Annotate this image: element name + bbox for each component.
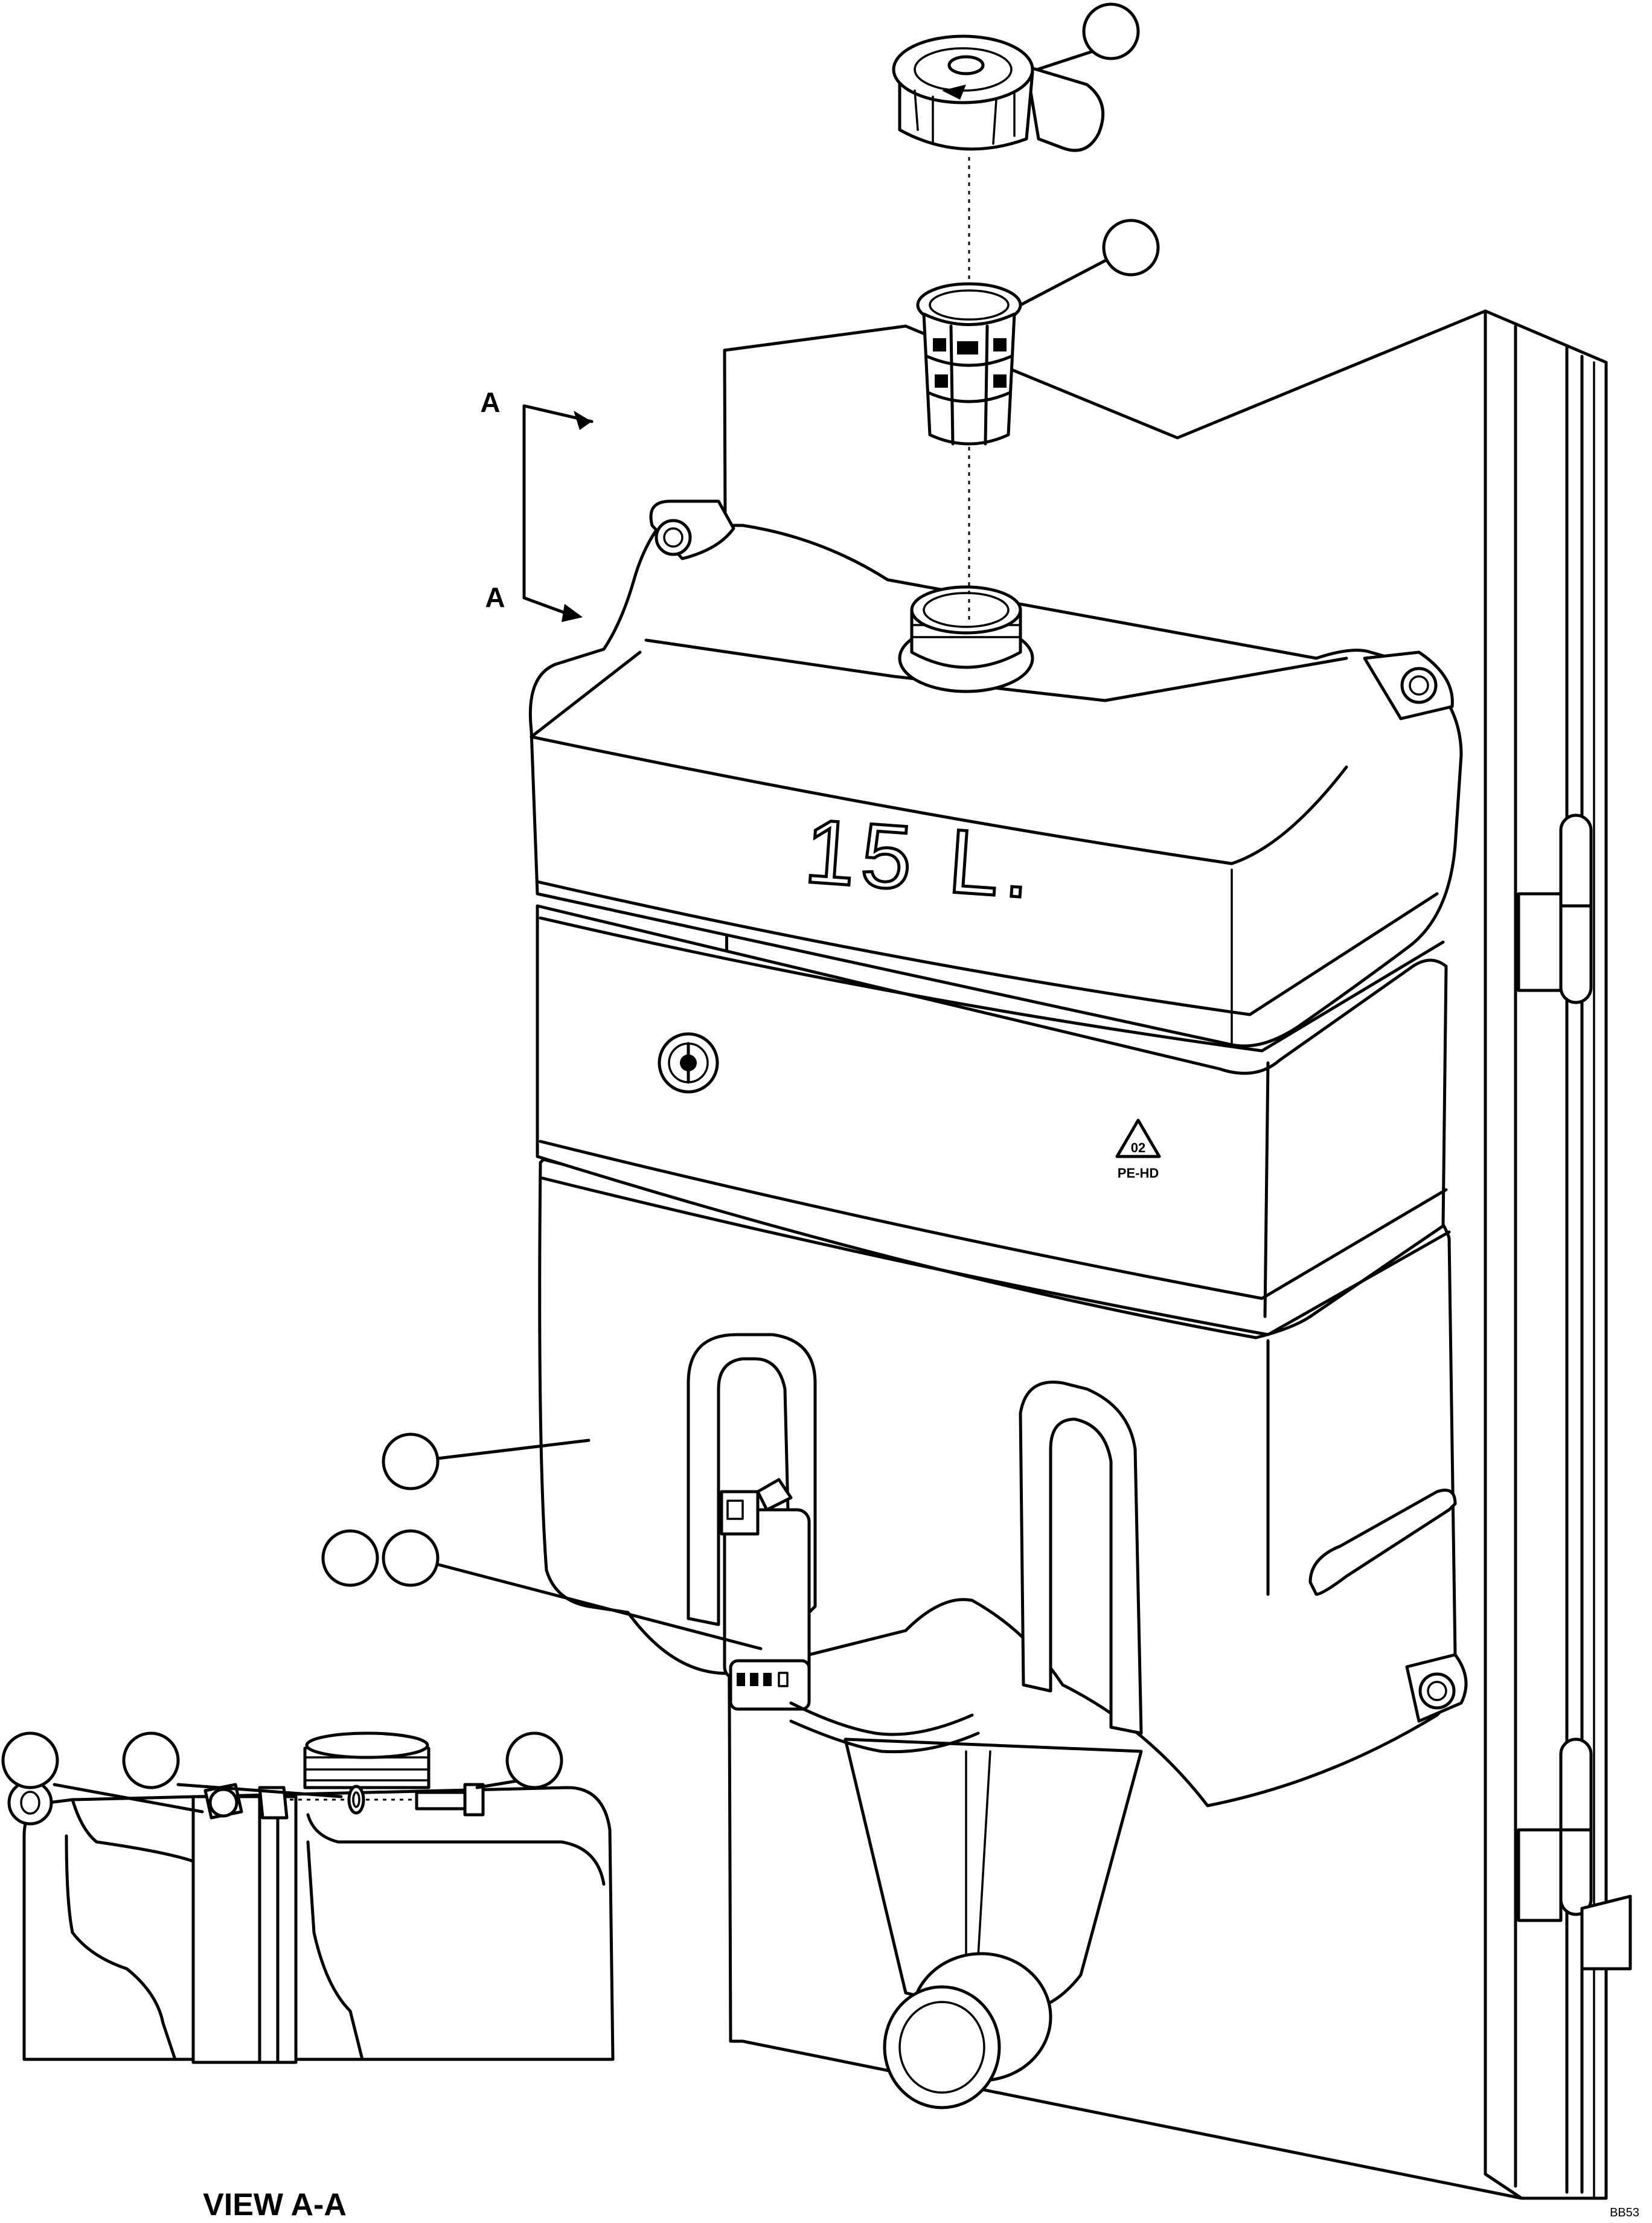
view-a-a-detail: VIEW A-A [7,1731,615,2222]
washer-fluid-tank [528,499,1463,1808]
callout-2 [1102,219,1160,277]
lower-hinge [1517,1737,1632,1971]
filler-strainer [916,282,1022,446]
section-label-bottom: A [485,582,505,613]
material-code: PE-HD [1118,1166,1159,1181]
filler-neck [898,585,1034,693]
view-caption: VIEW A-A [203,2187,347,2222]
drawing-id: BB53 [1610,2206,1639,2219]
section-marker: A A [480,387,594,622]
callout-8 [505,1731,563,1789]
callout-7 [122,1731,180,1789]
callout-4 [321,1529,379,1587]
recycle-code: 02 [1131,1140,1145,1155]
capacity-label: 15 L. [802,800,1040,917]
washer-pump [720,1478,980,1754]
section-label-top: A [480,387,500,418]
recycle-icon: 02 PE-HD [1115,1118,1161,1181]
filler-cap [892,34,1105,152]
tank-mounting-bolts [649,499,1468,1723]
callout-3 [382,1432,440,1490]
callout-6 [1,1731,59,1789]
date-stamp-icon [658,1032,719,1094]
drain-outlet [844,1737,1143,2109]
upper-hinge [1517,813,1593,1004]
callout-1 [1082,2,1140,60]
callout-5 [382,1529,440,1587]
